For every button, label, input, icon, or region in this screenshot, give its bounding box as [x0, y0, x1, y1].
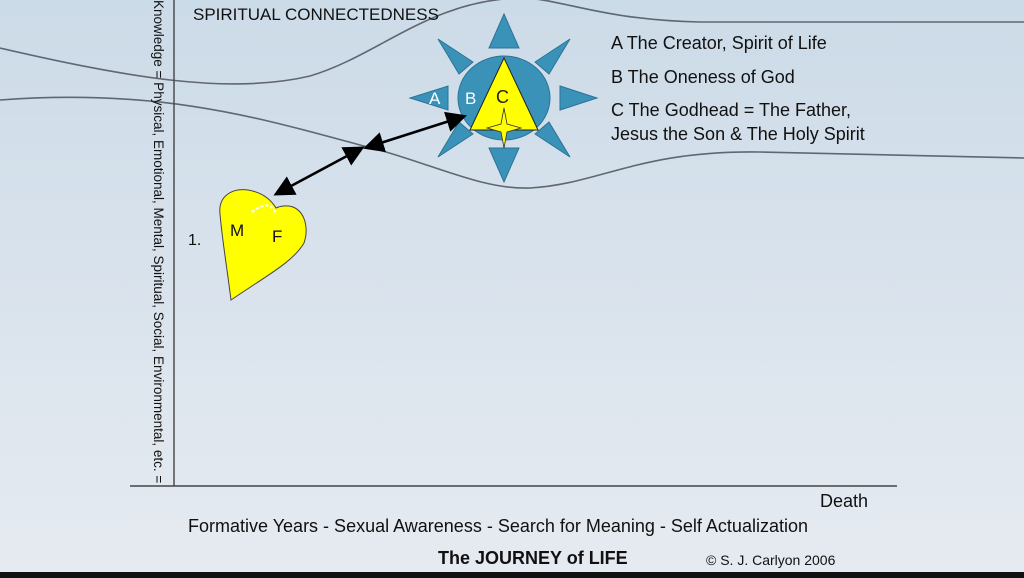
heart-white-arrow: [251, 204, 278, 215]
heart-number-label: 1.: [188, 232, 202, 249]
four-point-star: [485, 107, 523, 149]
sun-rays: [408, 12, 599, 184]
lower-flow-line: [0, 96, 1024, 189]
sun-label-c: C: [496, 87, 509, 107]
sun-label-a: A: [429, 89, 441, 108]
legend-item-c: C The Godhead = The Father,: [611, 100, 851, 120]
ray-bottom-right: [534, 121, 571, 158]
heart-label-m: M: [230, 221, 244, 240]
y-axis-label: Knowledge = Physical, Emotional, Mental,…: [151, 0, 166, 484]
legend-item-b: B The Oneness of God: [611, 67, 795, 87]
legend-item-c-continued: Jesus the Son & The Holy Spirit: [611, 124, 865, 144]
arrow-line-to-sun: [363, 111, 467, 153]
x-axis-end-label: Death: [820, 491, 869, 511]
life-stages-label: Formative Years - Sexual Awareness - Sea…: [188, 516, 808, 536]
bottom-border: [0, 572, 1024, 578]
ray-top-right: [534, 38, 571, 75]
ray-left: [408, 85, 449, 111]
ray-right: [559, 85, 599, 111]
heart-label-f: F: [272, 227, 282, 246]
ray-bottom: [488, 147, 520, 184]
sun-label-b: B: [465, 89, 476, 108]
upper-flow-line: [0, 0, 1024, 85]
arrow-heart-to-line: [273, 146, 365, 196]
footer-title: The JOURNEY of LIFE: [438, 548, 628, 568]
diagram-title: SPIRITUAL CONNECTEDNESS: [193, 5, 439, 24]
legend-item-a: A The Creator, Spirit of Life: [611, 33, 827, 53]
heart-shape: [219, 189, 307, 301]
ray-bottom-left: [437, 121, 474, 158]
ray-top-left: [437, 38, 474, 75]
copyright-label: © S. J. Carlyon 2006: [706, 552, 836, 568]
ray-top: [488, 12, 520, 49]
